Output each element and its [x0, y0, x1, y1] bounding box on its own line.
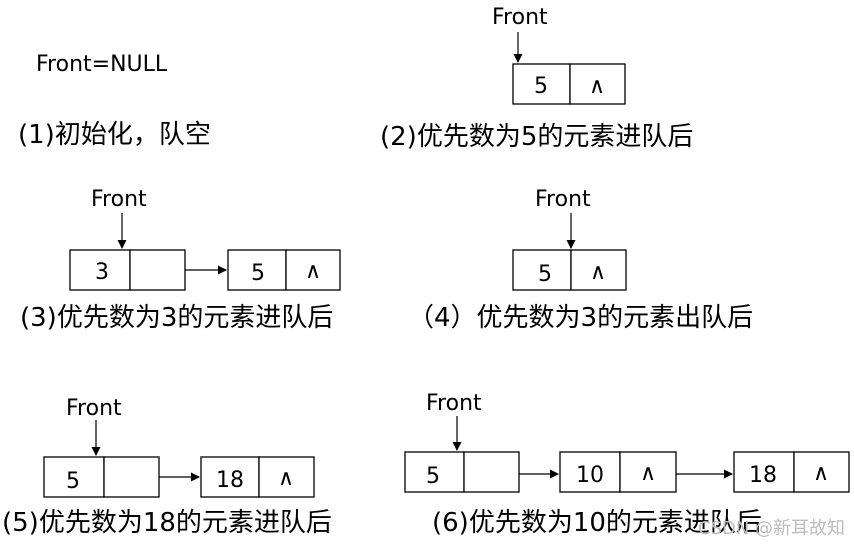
- front-label-3: Front: [91, 187, 147, 212]
- p6-node-1-link-cell: [463, 451, 520, 493]
- p2-node-1: 5 ∧: [512, 63, 626, 105]
- p5-node-1-value: 5: [66, 469, 80, 494]
- front-null-label: Front=NULL: [36, 52, 168, 77]
- p3-node-1-link-cell: [129, 249, 186, 291]
- p4-node-1-null: ∧: [590, 260, 606, 285]
- p3-node-2-data-cell: [227, 249, 287, 291]
- p6-node-2-value: 10: [576, 463, 604, 488]
- p5-node-2-null: ∧: [278, 466, 294, 491]
- p5-node-2-value: 18: [216, 468, 244, 493]
- watermark: CSDN @新耳故知: [698, 518, 846, 539]
- p4-node-1-data-cell: [512, 249, 572, 291]
- p3-node-2: 5 ∧: [227, 249, 341, 291]
- caption-4: （4）优先数为3的元素出队后: [408, 303, 754, 333]
- p6-node-2-data-cell: [559, 451, 621, 493]
- p5-node-2: 18 ∧: [200, 456, 315, 498]
- p6-node-3: 18 ∧: [733, 451, 850, 493]
- p6-node-3-data-cell: [733, 451, 795, 493]
- front-label-6: Front: [426, 391, 482, 416]
- p4-node-1: 5 ∧: [512, 249, 627, 291]
- p5-node-1-link-cell: [103, 456, 160, 498]
- p6-node-1-data-cell: [404, 451, 465, 493]
- p3-node-2-value: 5: [251, 261, 265, 286]
- p4-node-1-value: 5: [538, 262, 552, 287]
- p6-node-2: 10 ∧: [559, 451, 677, 493]
- p6-node-3-link-cell: [793, 451, 850, 493]
- front-label-5: Front: [66, 396, 122, 421]
- p3-node-2-link-cell: [285, 249, 341, 291]
- p5-node-1-data-cell: [43, 456, 105, 498]
- p3-node-1-value: 3: [95, 260, 109, 285]
- p2-node-1-value: 5: [534, 74, 548, 99]
- p6-node-1-value: 5: [426, 464, 440, 489]
- p3-node-1-data-cell: [69, 249, 131, 291]
- caption-6: (6)优先数为10的元素进队后: [432, 508, 762, 538]
- p6-node-3-value: 18: [749, 463, 777, 488]
- p4-node-1-link-cell: [570, 249, 627, 291]
- p3-node-2-null: ∧: [305, 259, 321, 284]
- caption-1: (1)初始化，队空: [18, 120, 211, 150]
- p6-node-2-null: ∧: [640, 461, 656, 486]
- p5-node-2-data-cell: [200, 456, 260, 498]
- p6-node-1: 5: [404, 451, 520, 493]
- caption-5: (5)优先数为18的元素进队后: [2, 508, 332, 538]
- p6-node-3-null: ∧: [813, 461, 829, 486]
- p2-node-1-null: ∧: [589, 74, 605, 99]
- p5-node-2-link-cell: [258, 456, 315, 498]
- p2-node-1-link-cell: [569, 63, 626, 105]
- p6-node-2-link-cell: [619, 451, 677, 493]
- front-label-4: Front: [535, 187, 591, 212]
- caption-2: (2)优先数为5的元素进队后: [380, 122, 694, 152]
- p3-node-1: 3: [69, 249, 186, 291]
- caption-3: (3)优先数为3的元素进队后: [20, 303, 334, 333]
- front-label-2: Front: [492, 5, 548, 30]
- p5-node-1: 5: [43, 456, 160, 498]
